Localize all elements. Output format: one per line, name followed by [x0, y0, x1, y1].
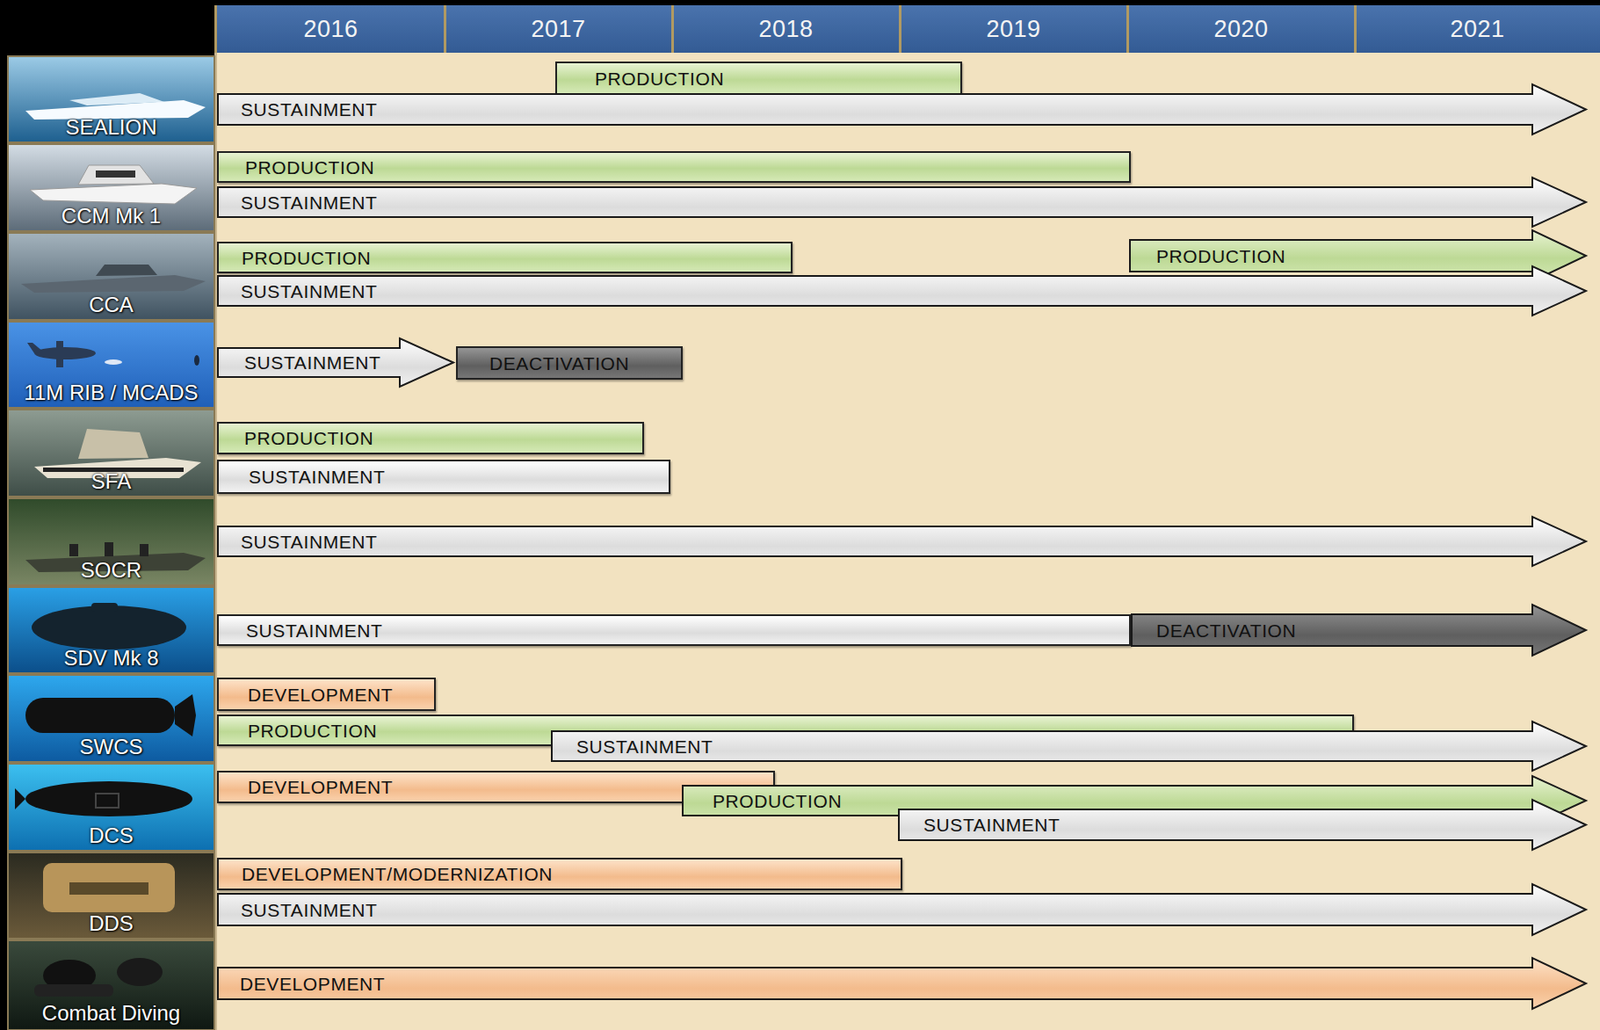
arrow-shape [217, 83, 1587, 136]
arrow-outline [217, 177, 1586, 227]
arrow-outline [217, 957, 1586, 1009]
phase-bar: DEACTIVATION [456, 346, 683, 380]
year-cell: 2016 [217, 5, 445, 53]
phase-arrow: SUSTAINMENT [217, 337, 455, 388]
phase-label: PRODUCTION [594, 69, 724, 88]
arrow-outline [217, 883, 1586, 935]
arrow-shape [217, 515, 1587, 567]
year-cell: 2019 [899, 5, 1128, 53]
phase-bar: PRODUCTION [217, 241, 793, 274]
system-name-cell: Combat Diving [7, 940, 215, 1025]
phase-label: PRODUCTION [241, 248, 371, 268]
phase-label: SUSTAINMENT [244, 353, 382, 372]
phase-bar: DEVELOPMENT [217, 677, 436, 711]
phase-label: PRODUCTION [1156, 246, 1286, 266]
year-cell: 2018 [672, 5, 900, 53]
system-name-cell: 11M RIB / MCADS [7, 321, 215, 405]
year-label: 2017 [530, 15, 586, 44]
phase-label: SUSTAINMENT [248, 467, 386, 486]
system-name-cell: CCM Mk 1 [7, 144, 215, 228]
phase-bar: PRODUCTION [555, 61, 963, 95]
phase-label: SUSTAINMENT [246, 621, 384, 640]
phase-bar: SUSTAINMENT [217, 459, 671, 494]
arrow-outline [1129, 230, 1586, 282]
phase-label: SUSTAINMENT [240, 100, 378, 119]
system-name: SWCS [79, 735, 144, 759]
year-cell: 2021 [1354, 5, 1600, 53]
arrow-outline [217, 516, 1586, 566]
system-name: Combat Diving [42, 1001, 181, 1025]
year-label: 2020 [1213, 15, 1268, 44]
year-cell: 2020 [1127, 5, 1355, 53]
phase-label: DEVELOPMENT [247, 685, 393, 704]
system-name: DDS [88, 912, 134, 935]
phase-label: DEVELOPMENT [239, 974, 385, 993]
phase-arrow: DEVELOPMENT [217, 956, 1587, 1010]
system-name: CCM Mk 1 [61, 204, 161, 228]
arrow-shape [217, 956, 1587, 1010]
phase-label: SUSTAINMENT [240, 900, 378, 920]
phase-bar: SUSTAINMENT [217, 614, 1131, 646]
arrow-outline [217, 84, 1586, 135]
system-name: DCS [88, 824, 134, 848]
system-name: SDV Mk 8 [63, 646, 159, 670]
arrow-outline [551, 721, 1586, 771]
year-cell: 2017 [444, 5, 673, 53]
system-name-cell: SFA [7, 409, 215, 493]
phase-label: SUSTAINMENT [923, 815, 1061, 834]
arrow-shape [217, 883, 1587, 936]
phase-arrow: DEACTIVATION [1130, 603, 1587, 657]
system-name: SFA [91, 470, 131, 493]
year-label: 2019 [985, 15, 1041, 44]
phase-arrow: SUSTAINMENT [217, 176, 1587, 228]
phase-label: SUSTAINMENT [240, 282, 378, 301]
phase-arrow: PRODUCTION [1129, 229, 1587, 283]
phase-arrow: SUSTAINMENT [217, 515, 1587, 567]
phase-arrow: SUSTAINMENT [217, 265, 1587, 317]
system-name-cell: SWCS [7, 674, 215, 759]
phase-bar: PRODUCTION [217, 421, 645, 455]
arrow-outline [217, 266, 1586, 316]
phase-bar: DEVELOPMENT/MODERNIZATION [217, 857, 903, 891]
phase-label: DEVELOPMENT/MODERNIZATION [241, 864, 553, 884]
system-name-cell: DDS [7, 852, 215, 935]
phase-arrow: SUSTAINMENT [550, 720, 1587, 772]
year-label: 2018 [758, 15, 813, 44]
system-name: SOCR [80, 558, 142, 582]
phase-label: SUSTAINMENT [240, 532, 378, 551]
phase-label: PRODUCTION [244, 428, 374, 448]
year-label: 2021 [1449, 15, 1505, 44]
phase-label: PRODUCTION [247, 721, 377, 740]
phase-label: DEACTIVATION [489, 354, 630, 373]
system-name-cell: SEALION [7, 56, 215, 139]
arrow-outline [898, 799, 1586, 850]
year-label: 2016 [303, 15, 358, 44]
system-name: 11M RIB / MCADS [23, 381, 198, 405]
system-name: SEALION [65, 115, 157, 139]
phase-arrow: SUSTAINMENT [897, 798, 1587, 851]
phase-label: DEVELOPMENT [247, 777, 393, 797]
phase-label: SUSTAINMENT [240, 193, 378, 212]
phase-arrow: SUSTAINMENT [217, 83, 1587, 136]
system-name: CCA [88, 293, 134, 317]
system-name-cell: SOCR [7, 498, 215, 582]
arrow-outline [217, 338, 454, 387]
system-name-cell: SDV Mk 8 [7, 586, 215, 670]
phase-label: SUSTAINMENT [576, 737, 714, 756]
system-name-cell: CCA [7, 232, 215, 317]
phase-bar: PRODUCTION [217, 151, 1131, 183]
phase-label: DEACTIVATION [1156, 621, 1296, 640]
arrow-shape [217, 265, 1587, 317]
arrow-outline [1131, 604, 1586, 656]
system-name-cell: DCS [7, 763, 215, 848]
phase-arrow: SUSTAINMENT [217, 883, 1587, 936]
phase-label: PRODUCTION [245, 158, 375, 177]
phase-label: PRODUCTION [712, 791, 842, 811]
arrow-shape [217, 176, 1587, 228]
